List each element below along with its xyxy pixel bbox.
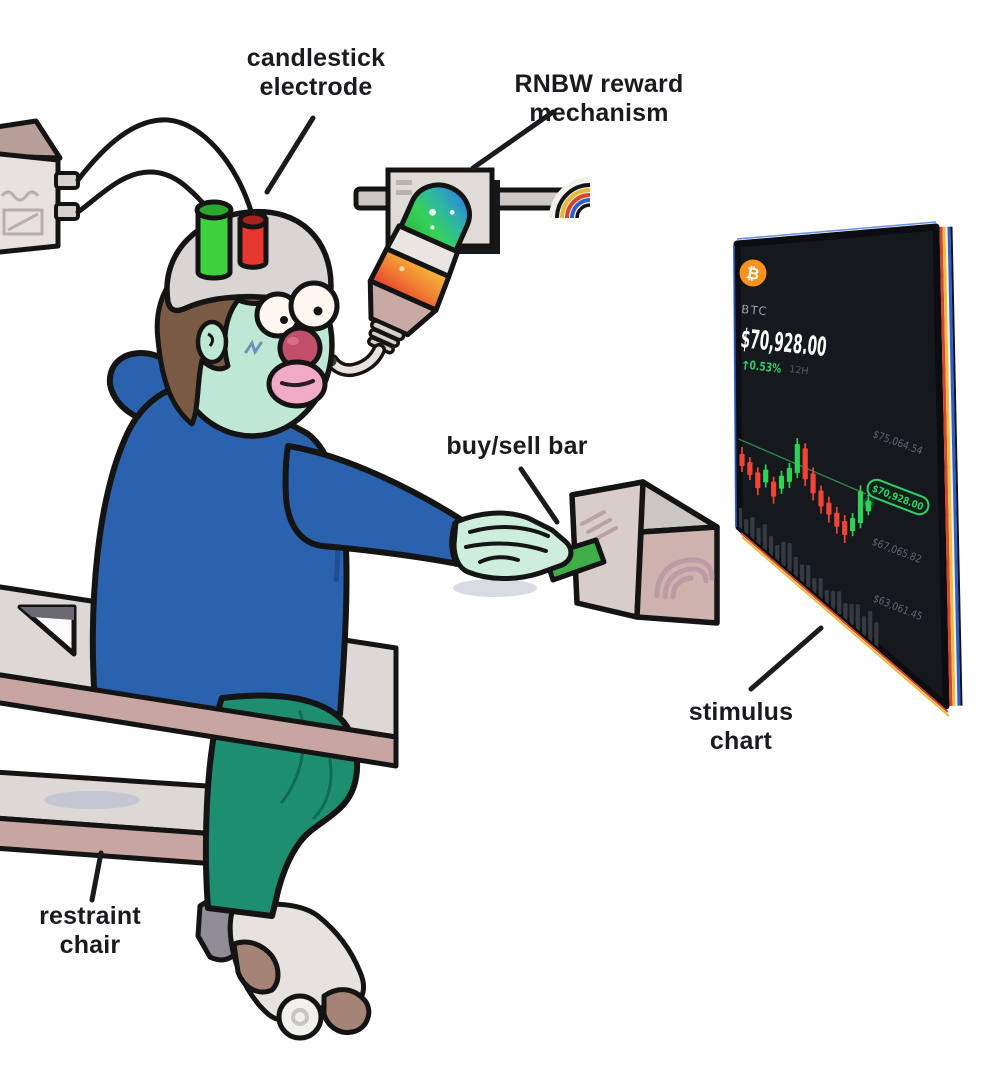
hand-shadow (453, 579, 537, 597)
timeframe-label: 12H (789, 364, 809, 377)
volume-bar (793, 556, 798, 578)
mouth (280, 379, 315, 388)
volume-bars (737, 507, 879, 647)
trend-line (737, 436, 867, 495)
swirl-logo-icon (654, 557, 715, 600)
volume-bar (849, 604, 854, 626)
bitcoin-glyph: ₿ (745, 263, 761, 284)
volume-bar (781, 542, 786, 567)
volume-bar (874, 622, 879, 647)
buy-sell-lever (542, 537, 607, 583)
wire-terminal (54, 171, 80, 190)
volume-bar (799, 564, 805, 583)
change-arrow-icon: ↑ (740, 358, 752, 373)
screen-edge-stripes (733, 221, 963, 717)
reward-lamp-stack (367, 182, 472, 355)
candle-body (850, 518, 856, 532)
volume-bar (868, 611, 873, 642)
pupil (280, 316, 288, 324)
callout-line-rnbw (470, 109, 556, 171)
box-meter-icon (2, 208, 44, 236)
arm-sleeve (282, 443, 471, 569)
lamp-dome (398, 182, 472, 254)
volume-bar (861, 616, 867, 637)
candlestick-electrode-red (237, 210, 269, 270)
eye (288, 280, 340, 332)
label-rnbw-reward: RNBW reward mechanism (514, 70, 684, 127)
speed-marks (580, 510, 618, 542)
candle-body (794, 444, 800, 474)
volume-bar (843, 603, 848, 621)
volume-bar (812, 578, 817, 594)
ticker-label: BTC (741, 302, 769, 318)
candle-body (771, 481, 777, 497)
pupil (313, 306, 323, 316)
callout-line-buy-sell (518, 466, 560, 525)
volume-bar (855, 604, 860, 631)
head (154, 199, 340, 439)
lamp-cone (367, 278, 439, 338)
candlestick-chart (739, 438, 875, 543)
volume-bar (768, 536, 774, 557)
callout-line-candlestick-electrode (264, 115, 316, 195)
candle-body (818, 490, 824, 507)
finger-lines (464, 525, 550, 564)
label-candlestick-electrode: candlestick electrode (246, 44, 386, 101)
label-buy-sell-bar: buy/sell bar (446, 432, 588, 460)
candle-body (778, 475, 785, 489)
lamp-hose (328, 346, 383, 374)
buy-sell-box (569, 479, 720, 626)
change-label: 0.53% (749, 358, 782, 376)
candlestick-electrode-green (194, 199, 234, 281)
volume-bar (762, 524, 767, 551)
callout-line-restraint-chair (89, 850, 104, 903)
candle-body (763, 469, 769, 483)
volume-bar (818, 578, 823, 599)
volume-bar (775, 545, 780, 562)
volume-bar (830, 591, 836, 610)
volume-bar (806, 565, 811, 589)
callout-line-stimulus-chart (748, 625, 824, 692)
label-restraint-chair: restraint chair (39, 902, 141, 959)
candle-body (834, 512, 840, 527)
electrode-wires (75, 117, 255, 217)
volume-bar (824, 590, 829, 605)
last-price-dot (865, 500, 872, 507)
bitcoin-icon: ₿ (739, 259, 767, 287)
candle-body (857, 491, 864, 524)
skate-heel (231, 939, 281, 995)
worry-marks (244, 339, 263, 356)
hand (451, 510, 574, 582)
skate-toe (321, 987, 372, 1035)
skate-wheel (276, 993, 324, 1041)
candle-body (739, 454, 745, 466)
candle-body (786, 467, 792, 482)
rnbw-reward-mechanism (325, 167, 591, 378)
stimulus-monitor: ₿ BTC $70,928.00 ↑ 0.53% 12H $75,064.54 … (733, 221, 963, 717)
volume-bar (837, 591, 842, 615)
rainbow-bracket-icon (549, 177, 591, 219)
volume-bar (756, 527, 761, 546)
roller-skates (195, 896, 372, 1041)
candle-body (826, 502, 832, 515)
label-stimulus-chart: stimulus chart (688, 698, 794, 755)
volume-bar (744, 519, 749, 535)
volume-bar (787, 543, 792, 573)
candle-body (842, 520, 848, 535)
seat-shadow (44, 791, 140, 809)
box-squiggle-mark (0, 190, 40, 202)
candle-body (810, 473, 816, 494)
screen-panel (733, 223, 950, 710)
candle-body (747, 462, 753, 476)
stimulus-generator-box (0, 118, 80, 255)
callout-lines (89, 109, 824, 903)
restraint-lap-bar (0, 604, 399, 769)
candle-body (755, 472, 761, 489)
hoodie-torso (89, 382, 350, 721)
volume-bar (750, 517, 755, 541)
candle-body (802, 448, 808, 480)
wire-terminal (54, 202, 80, 221)
nose-highlight (287, 337, 299, 345)
